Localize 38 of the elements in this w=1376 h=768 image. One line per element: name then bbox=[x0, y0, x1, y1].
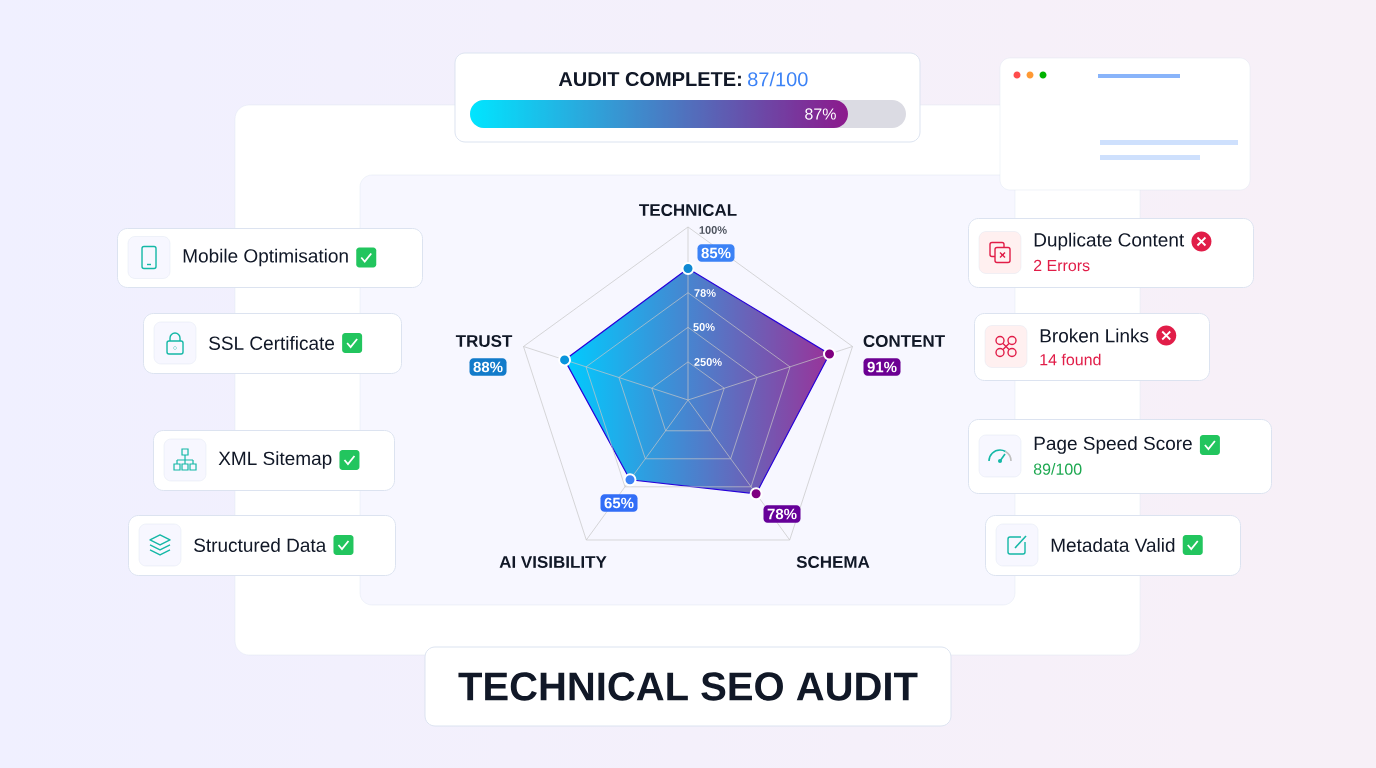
value-badge: 91% bbox=[863, 358, 901, 376]
check-card bbox=[143, 313, 402, 374]
check-card bbox=[985, 515, 1241, 576]
title-banner: TECHNICAL SEO AUDIT bbox=[424, 646, 952, 727]
axis-label: TRUST bbox=[455, 335, 513, 347]
axis-label: TECHNICAL bbox=[639, 204, 737, 216]
axis-label: AI VISIBILITY bbox=[499, 556, 607, 568]
card-title: Duplicate Content bbox=[1034, 232, 1185, 251]
progress-bar: 87% bbox=[470, 100, 906, 128]
card-title: Metadata Valid bbox=[1051, 538, 1175, 552]
card-status: 14 found bbox=[1040, 353, 1101, 366]
card-title: Page Speed Score bbox=[1034, 436, 1192, 454]
value-badge: 85% bbox=[697, 244, 735, 262]
check-card bbox=[153, 430, 395, 491]
value-badge: 65% bbox=[600, 494, 638, 512]
check-card bbox=[117, 228, 423, 288]
axis-label: CONTENT bbox=[863, 335, 945, 347]
tick-label: 250% bbox=[694, 358, 722, 366]
card-title: Broken Links bbox=[1040, 328, 1149, 343]
value-badge: 78% bbox=[763, 505, 801, 523]
card-title: XML Sitemap bbox=[218, 451, 332, 469]
score: 87/100 bbox=[748, 71, 808, 87]
heading: AUDIT COMPLETE: bbox=[558, 71, 741, 87]
progress-card bbox=[454, 52, 921, 143]
axis-label: SCHEMA bbox=[796, 556, 870, 568]
tick-label: 78% bbox=[694, 289, 716, 297]
check-card bbox=[974, 313, 1210, 381]
check-card bbox=[968, 419, 1272, 494]
tick-label: 100% bbox=[699, 226, 727, 234]
tick-label: 50% bbox=[693, 323, 715, 331]
check-card bbox=[128, 515, 396, 576]
card-title: Mobile Optimisation bbox=[183, 248, 348, 267]
check-card bbox=[968, 218, 1254, 288]
card-title: Structured Data bbox=[194, 538, 327, 552]
card-title: SSL Certificate bbox=[209, 336, 335, 350]
card-status: 89/100 bbox=[1033, 463, 1082, 475]
card-status: 2 Errors bbox=[1034, 259, 1090, 272]
value-badge: 88% bbox=[469, 358, 507, 376]
